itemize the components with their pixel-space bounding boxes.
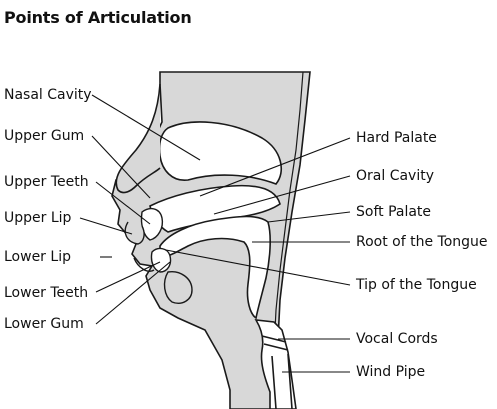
label-upper-lip: Upper Lip — [4, 210, 72, 226]
leader-upper-gum — [91, 135, 151, 199]
label-nasal-cavity: Nasal Cavity — [4, 87, 92, 103]
label-root-of-tongue: Root of the Tongue — [356, 234, 488, 250]
label-lower-gum: Lower Gum — [4, 316, 84, 332]
leader-soft-palate — [267, 211, 351, 223]
leader-upper-teeth — [95, 181, 151, 225]
nose-shape — [115, 83, 161, 194]
leader-lower-gum — [95, 261, 171, 325]
oral-cavity-shape — [149, 184, 281, 233]
label-wind-pipe: Wind Pipe — [356, 364, 426, 380]
label-vocal-cords: Vocal Cords — [356, 331, 438, 347]
label-lower-lip: Lower Lip — [4, 249, 71, 265]
lower-teeth-shape — [150, 247, 172, 273]
label-hard-palate: Hard Palate — [356, 130, 437, 146]
leader-lower-teeth — [95, 261, 161, 293]
jaw-bone-shape — [163, 271, 193, 304]
label-tip-of-tongue: Tip of the Tongue — [356, 277, 477, 293]
diagram-title: Points of Articulation — [4, 8, 192, 27]
leader-lines-right — [165, 137, 351, 373]
leader-upper-lip — [79, 217, 133, 235]
label-lower-teeth: Lower Teeth — [4, 285, 89, 301]
leader-nasal-cavity — [91, 94, 201, 161]
larynx-shape — [254, 319, 297, 409]
label-soft-palate: Soft Palate — [356, 204, 432, 220]
leader-tip-of-tongue — [165, 249, 351, 286]
leader-oral-cavity — [213, 175, 351, 215]
wind-pipe-shape — [271, 353, 293, 409]
label-oral-cavity: Oral Cavity — [356, 168, 434, 184]
leader-hard-palate — [199, 137, 351, 197]
leader-lines-left — [79, 94, 201, 325]
tongue-shape — [159, 215, 271, 320]
label-upper-teeth: Upper Teeth — [4, 174, 89, 190]
vocal-cords-shape — [261, 335, 289, 351]
label-upper-gum: Upper Gum — [4, 128, 85, 144]
upper-lip-shape — [124, 221, 145, 245]
